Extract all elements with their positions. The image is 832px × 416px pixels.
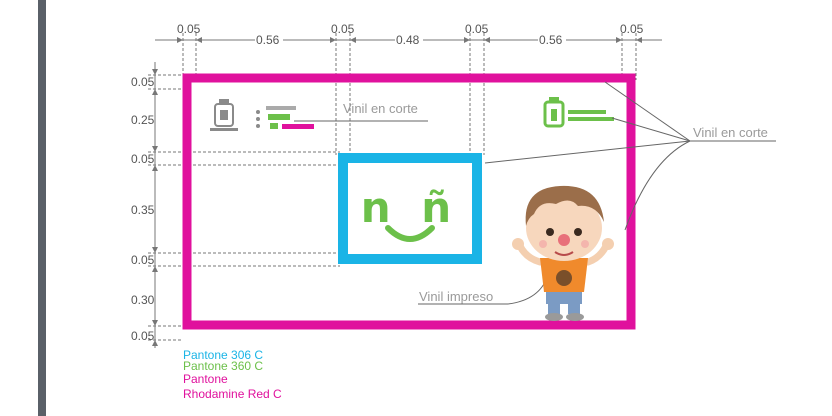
top-dimension-chain xyxy=(155,33,662,155)
center-logo-text: n ñ xyxy=(361,183,459,232)
outer-frame xyxy=(182,73,636,330)
dim-top-6: 0.56 xyxy=(539,33,563,47)
label-vinil-corte-inner: Vinil en corte xyxy=(343,101,418,116)
dim-left-2: 0.25 xyxy=(131,113,155,127)
dim-left-7: 0.05 xyxy=(131,329,155,343)
dim-left-5: 0.05 xyxy=(131,253,155,267)
inner-frame xyxy=(338,153,482,264)
crest-logo-green-icon xyxy=(543,97,614,128)
legend-pantone-360: Pantone 360 C xyxy=(183,359,264,373)
dim-left-4: 0.35 xyxy=(131,203,155,217)
dim-top-3: 0.05 xyxy=(331,22,355,36)
legend-rhodamine: Rhodamine Red C xyxy=(183,387,282,401)
dim-left-6: 0.30 xyxy=(131,293,155,307)
legend-pantone: Pantone xyxy=(183,372,228,386)
center-logo: n ñ xyxy=(361,183,459,242)
label-vinil-corte-outer: Vinil en corte xyxy=(693,125,768,140)
dim-top-2: 0.56 xyxy=(256,33,280,47)
mini-logo-text xyxy=(268,114,314,129)
color-legend: Pantone 306 C Pantone 360 C Pantone Rhod… xyxy=(183,348,282,401)
left-dimension-chain xyxy=(148,62,340,348)
legend-pantone-306: Pantone 306 C xyxy=(183,348,264,362)
dim-top-7: 0.05 xyxy=(620,22,644,36)
dim-left-1: 0.05 xyxy=(131,75,155,89)
dim-top-5: 0.05 xyxy=(465,22,489,36)
sidebar-bar xyxy=(38,0,46,416)
dim-top-4: 0.48 xyxy=(396,33,420,47)
dim-top-1: 0.05 xyxy=(177,22,201,36)
smile-icon xyxy=(385,225,435,242)
dim-left-3: 0.05 xyxy=(131,152,155,166)
child-character-icon xyxy=(512,185,614,321)
crest-logo-gray-icon xyxy=(210,99,296,131)
label-vinil-impreso: Vinil impreso xyxy=(419,289,493,304)
